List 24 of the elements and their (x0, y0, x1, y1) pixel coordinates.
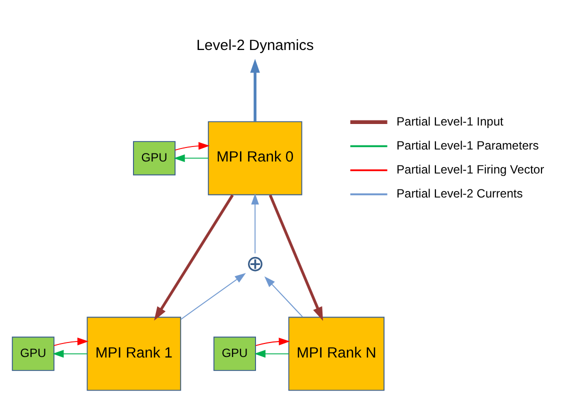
arrow (154, 194, 234, 321)
legend-label: Partial Level-1 Firing Vector (396, 162, 544, 176)
node-box: MPI Rank 1 (86, 316, 182, 391)
arrow (180, 272, 246, 320)
node-text: Level-2 Dynamics (196, 38, 314, 54)
arrow (264, 276, 304, 318)
arrow (174, 142, 210, 150)
arrow (251, 193, 259, 254)
node-box: MPI Rank 0 (208, 121, 302, 196)
node-box: GPU (12, 336, 54, 371)
legend-label: Partial Level-1 Input (396, 114, 504, 128)
arrow (268, 194, 324, 321)
arrow (54, 338, 89, 346)
node-box: GPU (213, 336, 256, 371)
arrow (174, 154, 209, 162)
node-text: ⊕ (246, 251, 264, 276)
arrow (254, 350, 289, 358)
node-box: MPI Rank N (288, 316, 384, 391)
node-box: GPU (133, 141, 176, 176)
legend-label: Partial Level-1 Parameters (396, 138, 539, 152)
arrow (255, 338, 290, 346)
legend-label: Partial Level-2 Currents (396, 186, 523, 200)
arrow (250, 58, 260, 122)
arrow (52, 350, 88, 358)
